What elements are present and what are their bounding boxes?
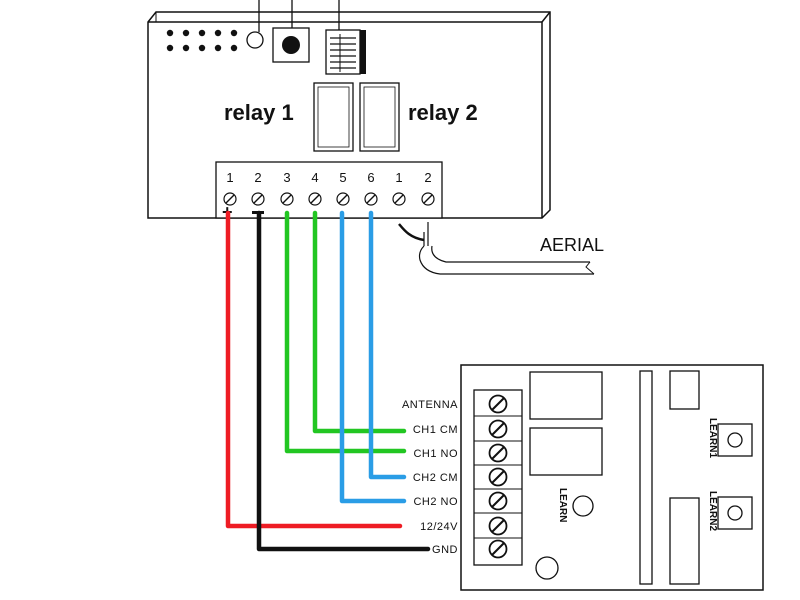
terminal-screw-icon[interactable] bbox=[488, 443, 508, 463]
terminal-label: GND bbox=[432, 544, 458, 556]
terminal-screw-icon[interactable] bbox=[488, 539, 508, 559]
led-indicator bbox=[246, 31, 264, 49]
wire-ch2-cm bbox=[368, 210, 407, 480]
pcb-strip bbox=[639, 370, 653, 585]
lower-terminal-row bbox=[474, 394, 522, 559]
upper-terminal-block bbox=[215, 161, 443, 219]
relay-1-label: relay 1 bbox=[224, 100, 294, 125]
terminal-number: 1 bbox=[395, 170, 402, 185]
learn1-label: LEARN1 bbox=[707, 418, 718, 458]
terminal-screw-icon[interactable] bbox=[488, 467, 508, 487]
terminal-label: 12/24V bbox=[420, 521, 458, 533]
terminal-label: CH1 NO bbox=[413, 448, 458, 460]
aerial-label: AERIAL bbox=[540, 235, 604, 255]
terminal-screw-icon[interactable] bbox=[308, 192, 322, 206]
terminal-screw-icon[interactable] bbox=[280, 192, 294, 206]
learn1-button[interactable] bbox=[717, 423, 753, 457]
lower-receiver-board: LEARN LEARN1 LEARN2 bbox=[460, 364, 764, 591]
pin-header-dots bbox=[166, 29, 238, 52]
terminal-screw-icon[interactable] bbox=[421, 192, 435, 206]
terminal-screw-icon[interactable] bbox=[336, 192, 350, 206]
terminal-label: CH1 CM bbox=[413, 424, 458, 436]
terminal-screw-icon[interactable] bbox=[488, 491, 508, 511]
terminal-number: 6 bbox=[367, 170, 374, 185]
dip-switch[interactable] bbox=[325, 29, 366, 75]
wire-ch1-no bbox=[284, 210, 407, 454]
terminal-screw-icon[interactable] bbox=[223, 192, 237, 206]
terminal-number: 2 bbox=[424, 170, 431, 185]
learn2-button[interactable] bbox=[717, 496, 753, 530]
mounting-hole bbox=[535, 556, 559, 580]
learn2-label: LEARN2 bbox=[707, 491, 718, 531]
terminal-screw-icon[interactable] bbox=[488, 516, 508, 536]
small-component-top bbox=[669, 370, 700, 410]
relay-2-component bbox=[359, 82, 400, 152]
learn-label: LEARN bbox=[557, 488, 568, 522]
terminal-screw-icon[interactable] bbox=[364, 192, 378, 206]
terminal-number: 3 bbox=[283, 170, 290, 185]
relay-2-label: relay 2 bbox=[408, 100, 478, 125]
learn-button[interactable] bbox=[572, 495, 594, 517]
terminal-number: 1 bbox=[226, 170, 233, 185]
terminal-screw-icon[interactable] bbox=[392, 192, 406, 206]
terminal-number: 2 bbox=[254, 170, 261, 185]
wiring bbox=[225, 210, 431, 552]
terminal-label: CH2 CM bbox=[413, 472, 458, 484]
upper-terminal-row: 1 2 3 4 5 6 1 2 bbox=[223, 170, 435, 206]
long-component bbox=[669, 497, 700, 585]
learn-push-button[interactable] bbox=[272, 27, 310, 63]
terminal-number: 4 bbox=[311, 170, 318, 185]
lower-terminal-labels: ANTENNA CH1 CM CH1 NO CH2 CM CH2 NO 12/24V GND bbox=[402, 399, 458, 556]
aerial-cable: AERIAL bbox=[398, 222, 604, 275]
lower-relay-2 bbox=[529, 427, 603, 476]
wire-negative-gnd bbox=[256, 210, 431, 552]
wire-ch1-cm bbox=[312, 210, 407, 434]
terminal-screw-icon[interactable] bbox=[488, 394, 508, 414]
terminal-screw-icon[interactable] bbox=[251, 192, 265, 206]
terminal-label: ANTENNA bbox=[402, 399, 458, 411]
terminal-label: CH2 NO bbox=[413, 496, 458, 508]
relay-1-component bbox=[313, 82, 354, 152]
terminal-number: 5 bbox=[339, 170, 346, 185]
lower-relay-1 bbox=[529, 371, 603, 420]
wire-positive-12-24v bbox=[225, 210, 403, 529]
wire-ch2-no bbox=[339, 210, 407, 504]
terminal-screw-icon[interactable] bbox=[488, 419, 508, 439]
